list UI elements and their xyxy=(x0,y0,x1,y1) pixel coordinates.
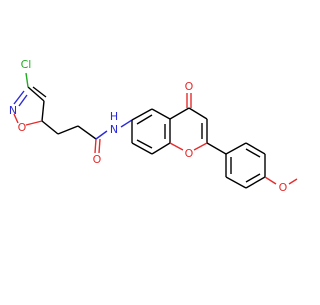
bond-p5 xyxy=(225,176,247,189)
bond-n-aryl xyxy=(120,119,133,128)
isoxazole-ring xyxy=(13,72,47,126)
atom-label-cl: Cl xyxy=(21,58,32,71)
bond-b5 xyxy=(131,142,153,155)
atom-label-n-isoxazole: N xyxy=(9,104,17,117)
bond-p4 xyxy=(245,176,266,189)
bond-b5-inner xyxy=(136,139,153,149)
bond-b4 xyxy=(151,142,171,155)
bond-b2 xyxy=(151,108,171,120)
chromone-pyranone-ring xyxy=(169,93,208,151)
bond-n2-c3 xyxy=(13,90,25,105)
atom-labels: Cl N O O N H O O O xyxy=(9,58,288,194)
bond-c3-cl xyxy=(25,72,29,88)
atom-label-h-amide: H xyxy=(110,110,118,123)
bond-c3-c4 xyxy=(27,86,45,102)
bond-p1 xyxy=(225,142,247,155)
bond-carbonyl-o-inner xyxy=(98,138,101,154)
bond-c2-o1 xyxy=(193,142,208,151)
bond-p4-inner xyxy=(245,173,261,183)
atom-label-o-pyran: O xyxy=(185,147,194,160)
atom-label-n-amide: N xyxy=(110,123,118,136)
methoxyphenyl-group xyxy=(206,142,298,189)
bond-c3-c4-inner xyxy=(32,86,47,98)
bond-o1-n2 xyxy=(13,113,19,124)
bond-o1-c8a xyxy=(169,142,184,151)
bond-carbonyl-n xyxy=(95,130,108,140)
bond-ch2b-carbonyl xyxy=(77,125,97,140)
atom-label-o-methoxy: O xyxy=(279,181,288,194)
molecule-canvas: Cl N O O N H O O O xyxy=(9,58,298,194)
propanamide-chain xyxy=(41,119,133,154)
structure-diagram: Cl N O O N H O O O xyxy=(9,58,298,194)
bond-b1 xyxy=(131,108,153,121)
bond-c4a-c4 xyxy=(169,107,190,120)
bond-aryl-o xyxy=(264,176,277,185)
bond-b1-inner xyxy=(136,114,153,125)
bond-c4-c3 xyxy=(188,107,208,120)
bond-p2-inner xyxy=(245,148,261,158)
bond-c2-aryl xyxy=(206,142,227,155)
bond-ch2a-ch2b xyxy=(57,125,79,135)
bond-o-methyl xyxy=(288,178,298,185)
bond-n2-c3-inner xyxy=(18,94,28,107)
bond-carbonyl-o xyxy=(94,138,97,154)
bond-c5-ch2a xyxy=(41,120,59,135)
bond-c4-c5 xyxy=(41,100,45,122)
bond-p2 xyxy=(245,142,266,155)
atom-label-o-ketone: O xyxy=(185,80,194,93)
chromone-benzo-ring xyxy=(131,108,171,155)
atom-label-o-isoxazole: O xyxy=(18,121,27,134)
atom-label-o-amide: O xyxy=(93,153,102,166)
bond-c5-o1 xyxy=(25,120,43,126)
